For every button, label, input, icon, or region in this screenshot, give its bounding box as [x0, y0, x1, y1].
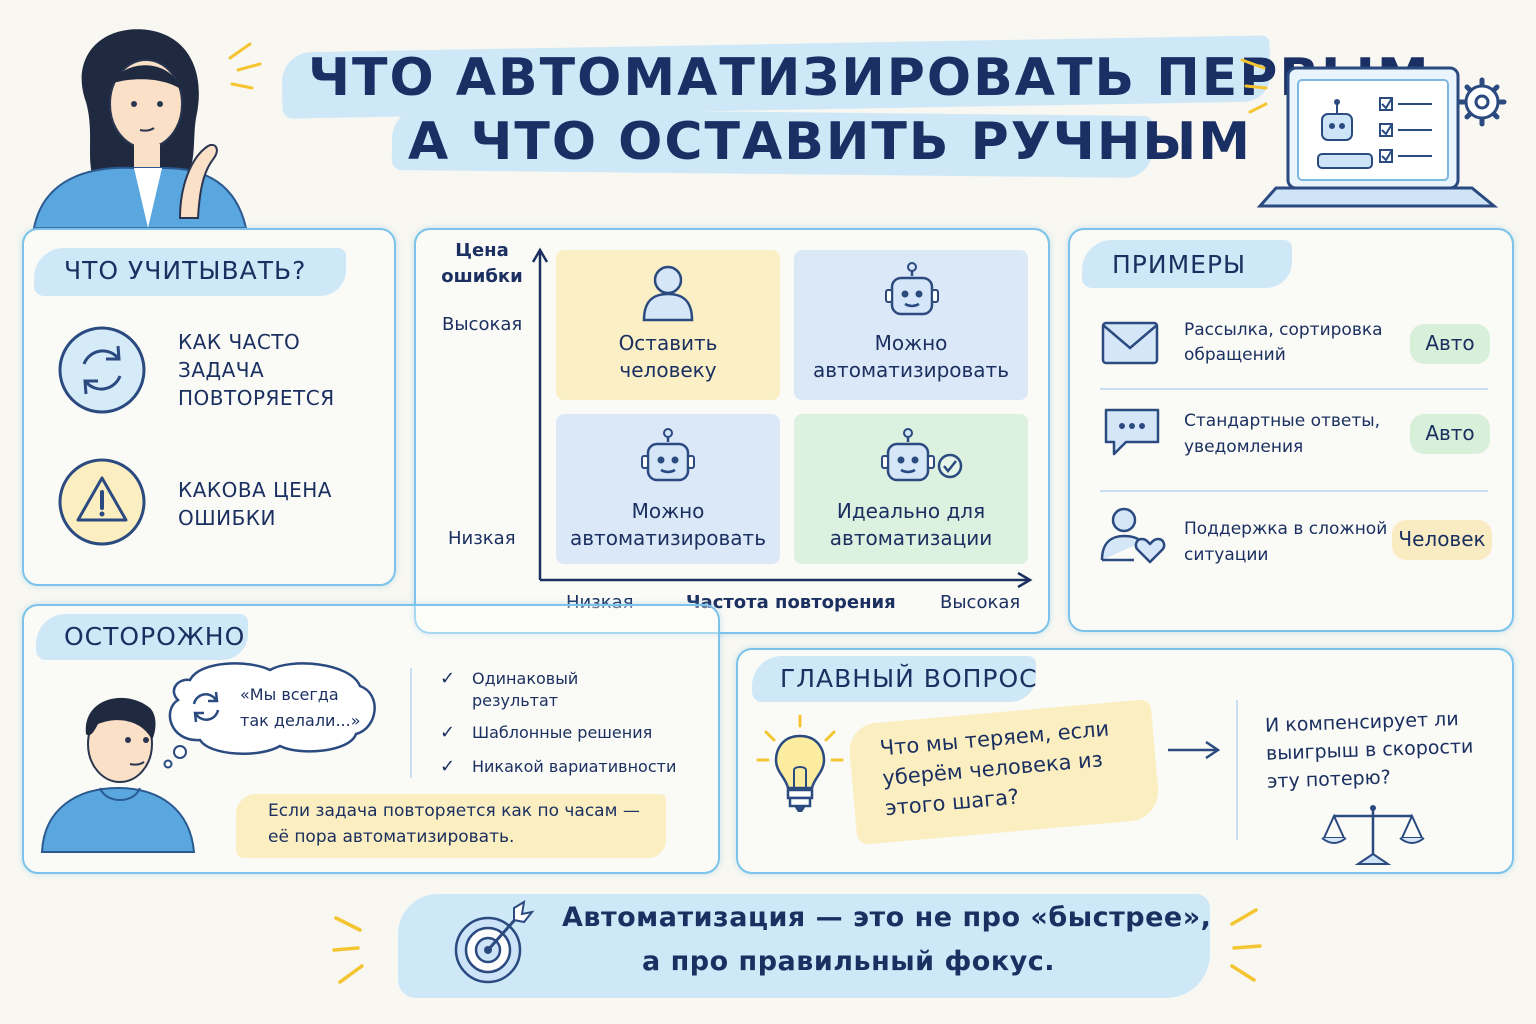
example-text: Поддержка в сложной ситуации	[1184, 519, 1388, 565]
check-item-text: Шаблонные решения	[472, 723, 653, 742]
robot-icon	[885, 262, 939, 316]
scales-icon	[1321, 805, 1425, 865]
page-title-line1: ЧТО АВТОМАТИЗИРОВАТЬ ПЕРВЫМ,	[308, 48, 1453, 108]
example-badge-auto: Авто	[1410, 324, 1490, 364]
quadrant-text: Можно автоматизировать	[570, 499, 766, 550]
arrow-right-icon	[1168, 740, 1221, 760]
example-text: Стандартные ответы, уведомления	[1184, 411, 1381, 457]
caution-heading: ОСТОРОЖНО	[64, 622, 246, 651]
laptop-robot-illustration	[1240, 58, 1507, 208]
quadrant-text: Можно автоматизировать	[813, 331, 1009, 382]
row-divider	[1100, 388, 1488, 390]
quadrant-ideal-automation: Идеально для автоматизации	[794, 414, 1028, 564]
spark-decoration	[332, 916, 364, 984]
check-icon: ✓	[440, 756, 456, 777]
caution-note: Если задача повторяется как по часам — е…	[268, 801, 640, 847]
envelope-icon	[1101, 321, 1159, 365]
thinking-man-illustration	[40, 697, 196, 853]
refresh-icon	[58, 326, 146, 414]
section-heading-highlight	[34, 248, 346, 296]
robot-check-icon	[881, 428, 963, 482]
quadrant-can-automate-high: Можно автоматизировать	[794, 250, 1028, 400]
followup-text: И компенсирует ли выигрыш в скорости эту…	[1264, 708, 1474, 793]
x-axis-low-label: Низкая	[566, 592, 634, 613]
example-text: Рассылка, сортировка обращений	[1184, 320, 1383, 365]
consideration-frequency-text: КАК ЧАСТО ЗАДАЧА ПОВТОРЯЕТСЯ	[178, 330, 335, 410]
matrix-axes	[531, 247, 1033, 589]
warning-icon	[58, 458, 146, 546]
caution-divider	[410, 668, 412, 778]
check-icon: ✓	[440, 668, 456, 689]
thought-text: «Мы всегда так делали...»	[240, 685, 361, 730]
target-icon	[454, 900, 535, 984]
thought-bubble	[163, 662, 376, 769]
row-divider	[1100, 490, 1488, 492]
spark-decoration	[1230, 908, 1262, 982]
quadrant-text: Идеально для автоматизации	[829, 499, 993, 550]
y-axis-high-label: Высокая	[442, 314, 523, 335]
check-icon: ✓	[440, 722, 456, 743]
main-question-heading: ГЛАВНЫЙ ВОПРОС	[780, 664, 1038, 693]
refresh-icon	[192, 691, 220, 723]
page-title-line2: А ЧТО ОСТАВИТЬ РУЧНЫМ	[408, 112, 1252, 172]
spark-decoration	[228, 42, 262, 90]
consideration-error-cost-text: КАКОВА ЦЕНА ОШИБКИ	[178, 478, 332, 530]
person-heart-icon	[1100, 507, 1166, 564]
chat-icon	[1104, 408, 1160, 456]
y-axis-low-label: Низкая	[448, 528, 516, 549]
y-axis-label: Цена ошибки	[441, 240, 523, 287]
x-axis-label: Частота повторения	[686, 592, 896, 613]
check-item-text: Одинаковый результат	[472, 669, 579, 710]
robot-icon	[641, 428, 695, 482]
example-badge-human: Человек	[1392, 520, 1492, 560]
footer-line1: Автоматизация — это не про «быстрее»,	[562, 902, 1212, 933]
question-divider	[1236, 700, 1238, 840]
quadrant-text: Оставить человеку	[618, 331, 718, 382]
section-heading-highlight	[752, 656, 1036, 702]
example-badge-auto: Авто	[1410, 414, 1490, 454]
thinking-woman-illustration	[32, 29, 248, 229]
section-heading-highlight	[1082, 240, 1292, 288]
examples-heading: ПРИМЕРЫ	[1112, 250, 1247, 279]
section-heading-highlight	[36, 614, 248, 660]
check-item-text: Никакой вариативности	[472, 757, 677, 776]
person-icon	[642, 265, 694, 322]
lightbulb-icon	[756, 714, 844, 812]
quadrant-keep-human: Оставить человеку	[556, 250, 780, 400]
quadrant-can-automate-low: Можно автоматизировать	[556, 414, 780, 564]
x-axis-high-label: Высокая	[940, 592, 1021, 613]
footer-line2: а про правильный фокус.	[642, 946, 1056, 977]
note-highlight	[236, 794, 666, 858]
considerations-heading: ЧТО УЧИТЫВАТЬ?	[64, 256, 307, 285]
